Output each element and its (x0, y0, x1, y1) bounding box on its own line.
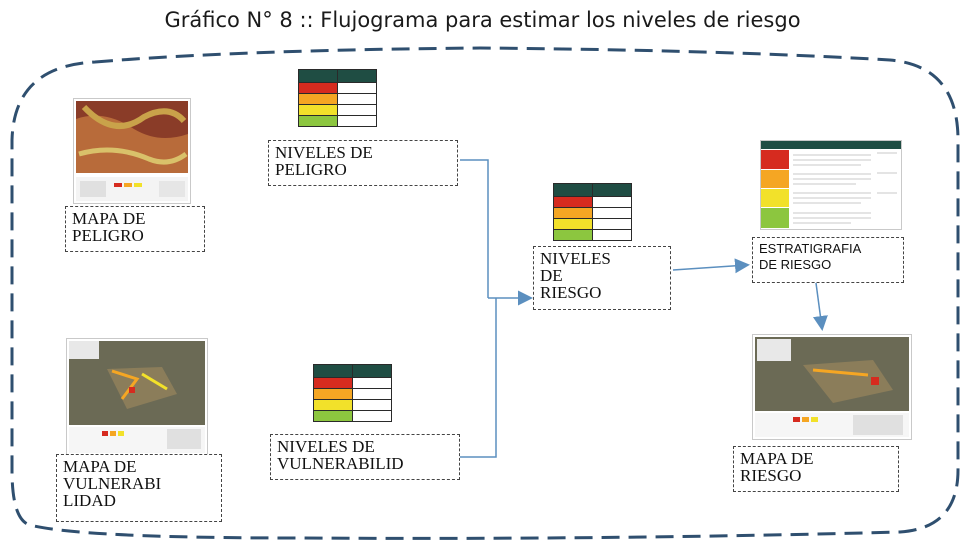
hazard-map-image (76, 101, 188, 201)
hazard-levels-table (298, 69, 377, 127)
vulnerability-levels-label: NIVELES DE VULNERABILID (270, 434, 460, 480)
vulnerability-levels-table (313, 364, 392, 422)
risk-to-stratification-arrow (672, 258, 750, 274)
vulnerability-map-image (69, 341, 205, 453)
risk-map-thumbnail (752, 334, 912, 440)
vulnerability-map-label: MAPA DE VULNERABI LIDAD (56, 454, 222, 522)
hazard-map-thumbnail (73, 98, 191, 204)
risk-map-image (755, 337, 909, 437)
risk-levels-table (553, 183, 632, 241)
risk-map-label: MAPA DE RIESGO (733, 446, 899, 492)
vulnerability-map-thumbnail (66, 338, 208, 456)
hazard-to-risk-line (460, 159, 489, 298)
risk-stratification-table-image (761, 141, 901, 228)
stratification-to-map-arrow (812, 282, 828, 331)
risk-stratification-label: ESTRATIGRAFIA DE RIESGO (752, 237, 904, 283)
risk-stratification-thumbnail (760, 140, 902, 230)
risk-levels-label: NIVELES DE RIESGO (533, 246, 671, 310)
vulnerability-to-risk-line (460, 298, 497, 458)
hazard-map-label: MAPA DE PELIGRO (65, 206, 205, 252)
hazard-levels-label: NIVELES DE PELIGRO (268, 140, 458, 186)
figure-title: Gráfico N° 8 :: Flujograma para estimar … (164, 8, 801, 32)
